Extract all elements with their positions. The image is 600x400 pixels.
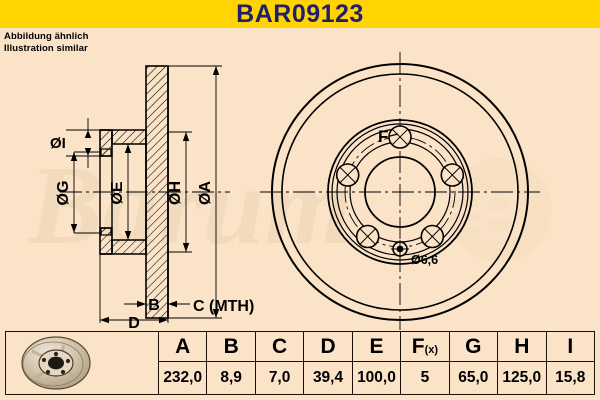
value-c: 7,0 (254, 361, 305, 395)
technical-drawing: Barum B (0, 28, 600, 330)
col-header-d: D (303, 330, 353, 363)
label-bolt-callout: F (378, 127, 388, 146)
label-dim-d: D (128, 315, 140, 330)
col-header-e: E (351, 330, 402, 363)
value-a: 232,0 (157, 361, 208, 395)
dimension-dia-a (168, 65, 222, 319)
brake-disc-photo-icon (21, 336, 91, 390)
value-d: 39,4 (303, 361, 353, 395)
illustration-note-de: Abbildung ähnlich (4, 31, 89, 42)
bolt-hole (335, 163, 360, 187)
value-b: 8,9 (206, 361, 256, 395)
col-header-f-suffix: (x) (424, 343, 439, 356)
col-header-g: G (448, 330, 499, 363)
col-header-i: I (545, 330, 595, 363)
bolt-hole (420, 224, 445, 249)
label-dim-b: B (148, 297, 160, 314)
col-header-c: C (254, 330, 305, 363)
value-h: 125,0 (497, 361, 547, 395)
label-dia-g: ØG (55, 181, 72, 206)
center-cross-lines (260, 52, 540, 330)
table-value-row: 232,0 8,9 7,0 39,4 100,0 5 65,0 125,0 15… (6, 361, 595, 395)
col-header-b: B (206, 330, 256, 363)
page-title: BAR09123 (236, 0, 364, 28)
value-g: 65,0 (448, 361, 499, 395)
col-header-f-letter: F (411, 334, 425, 358)
label-dia-h: ØH (167, 181, 184, 205)
label-dia-i: ØI (50, 135, 66, 152)
label-hole-diameter: Ø6,6 (411, 253, 438, 267)
specification-table: A B C D E F(x) G H I 232,0 8,9 7,0 39,4 … (5, 330, 595, 395)
bolt-hole (440, 163, 465, 187)
bolt-holes (335, 125, 465, 249)
label-dia-e: ØE (109, 181, 126, 204)
dimension-dia-e (124, 143, 146, 241)
disc-thumbnail (6, 333, 158, 393)
col-header-h: H (497, 330, 547, 363)
value-e: 100,0 (351, 361, 402, 395)
illustration-note-en: Illustration similar (4, 42, 88, 54)
dimension-b (124, 300, 147, 318)
label-dim-c: C (MTH) (193, 298, 254, 315)
header-banner (0, 0, 600, 28)
value-i: 15,8 (545, 361, 595, 395)
bolt-hole (355, 224, 380, 249)
locating-hole (391, 240, 409, 258)
dimension-c (168, 300, 190, 308)
col-header-a: A (157, 330, 208, 363)
illustration-note: Abbildung ähnlich Illustration similar (4, 31, 89, 54)
label-dia-a: ØA (197, 181, 214, 205)
bolt-hole (388, 125, 412, 149)
cross-section-view: ØI ØG ØE (50, 65, 254, 330)
table-header-row: A B C D E F(x) G H I (5, 330, 595, 395)
value-f: 5 (400, 361, 450, 395)
dimension-dia-g (70, 151, 101, 234)
svg-text:Barum: Barum (26, 144, 352, 268)
front-view: Ø6,6 F (260, 52, 540, 330)
col-header-f: F(x) (400, 330, 450, 363)
drawing-canvas: Barum B (26, 52, 552, 330)
dimension-d (99, 254, 169, 324)
disc-thumbnail-cell (5, 331, 159, 395)
dimension-dia-h (168, 131, 192, 253)
